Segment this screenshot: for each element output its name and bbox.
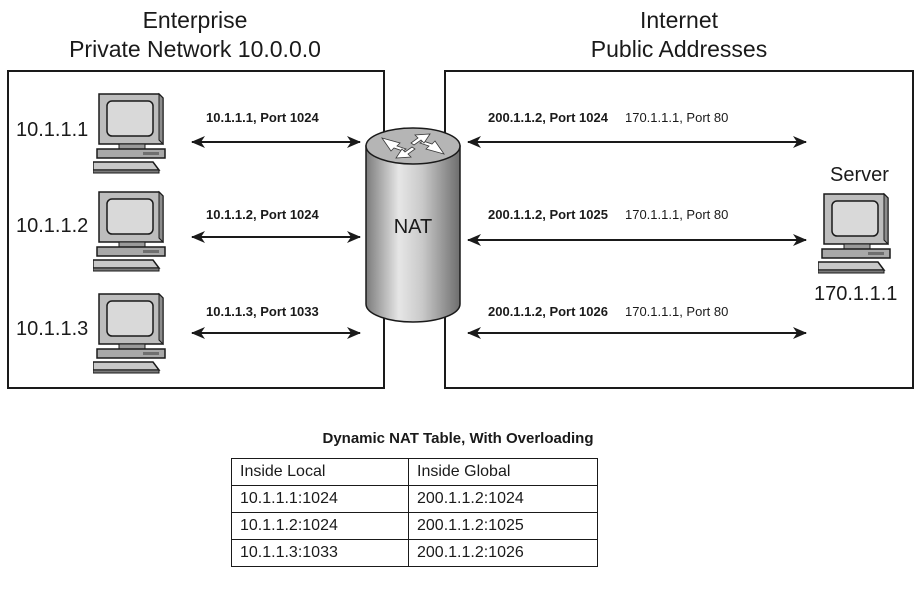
inside-arrow-3 [191,327,361,339]
host-2-computer-icon [93,191,166,272]
inside-conn-3-label: 10.1.1.3, Port 1033 [206,304,319,319]
table-cell: 200.1.1.2:1026 [408,539,598,567]
inside-conn-1-label: 10.1.1.1, Port 1024 [206,110,319,125]
left-zone-title: Enterprise Private Network 10.0.0.0 [0,6,390,64]
outside-arrow-2 [467,234,807,246]
left-zone-title-line1: Enterprise [142,7,248,33]
nat-table-header-inside-local: Inside Local [231,458,409,486]
nat-router-label: NAT [393,216,433,238]
host-3-computer-icon [93,293,166,374]
inside-arrow-2 [191,231,361,243]
table-row: 10.1.1.2:1024 200.1.1.2:1025 [231,512,598,540]
outside-arrow-3 [467,327,807,339]
server-address: 170.1.1.1 [814,283,898,305]
server-computer-icon [818,193,891,274]
inside-conn-2-label: 10.1.1.2, Port 1024 [206,207,319,222]
host-1-computer-icon [93,93,166,174]
right-zone-title: Internet Public Addresses [444,6,914,64]
nat-router-icon [365,127,461,323]
table-cell: 200.1.1.2:1024 [408,485,598,513]
right-zone-title-line2: Public Addresses [590,36,768,62]
nat-table-title: Dynamic NAT Table, With Overloading [322,430,594,447]
inside-arrow-1 [191,136,361,148]
server-name: Server [830,164,889,186]
table-row: 10.1.1.3:1033 200.1.1.2:1026 [231,539,598,567]
table-cell: 10.1.1.3:1033 [231,539,409,567]
nat-table-header-row: Inside Local Inside Global [231,458,598,486]
host-3-address: 10.1.1.3 [16,318,89,340]
host-2-address: 10.1.1.2 [16,215,89,237]
table-cell: 10.1.1.2:1024 [231,512,409,540]
left-zone-title-line2: Private Network 10.0.0.0 [69,36,321,62]
table-cell: 10.1.1.1:1024 [231,485,409,513]
nat-table: Inside Local Inside Global 10.1.1.1:1024… [231,458,598,567]
nat-table-header-inside-global: Inside Global [408,458,598,486]
host-1-address: 10.1.1.1 [16,119,89,141]
outside-arrow-1 [467,136,807,148]
table-row: 10.1.1.1:1024 200.1.1.2:1024 [231,485,598,513]
table-cell: 200.1.1.2:1025 [408,512,598,540]
right-zone-title-line1: Internet [640,7,718,33]
